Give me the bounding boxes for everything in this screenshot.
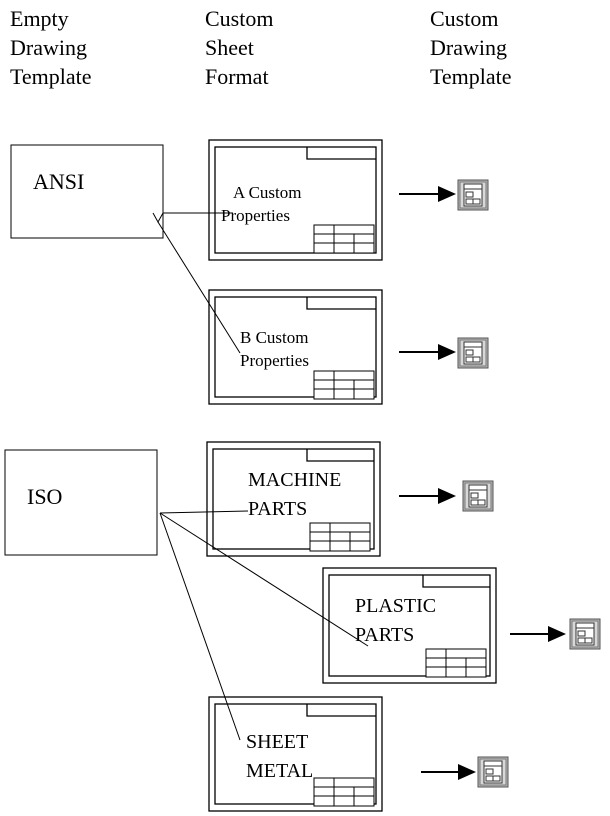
sheet-format-b: B Custom Properties [208,289,383,405]
header-line: Format [205,64,269,89]
arrow-a [399,186,456,202]
sheet-format-plastic-line2: PARTS [355,624,414,646]
sheet-format-b-line1: B Custom [240,328,309,347]
custom-drawing-template-a-icon [457,179,489,211]
arrow-machine [399,488,456,504]
right-arrow-icon [458,764,476,780]
sheet-format-a-line1: A Custom [233,183,302,202]
arrow-plastic [510,626,566,642]
arrow-b [399,344,456,360]
connector-iso-sheet [159,512,241,741]
ansi-label: ANSI [33,169,84,194]
sheet-format-b-line2: Properties [240,351,309,370]
sheet-format-machine-line1: MACHINE [248,469,341,491]
sheet-format-sheet-metal-line1: SHEET [246,731,308,753]
header-line: Custom [430,6,499,31]
header-empty-drawing-template: Empty Drawing Template [10,4,92,91]
arrow-sheet-metal [421,764,476,780]
connector-ansi-a [152,212,233,224]
header-custom-sheet-format: Custom Sheet Format [205,4,273,91]
right-arrow-icon [548,626,566,642]
header-line: Sheet [205,35,254,60]
sheet-format-plastic-line1: PLASTIC [355,595,436,617]
custom-drawing-template-machine-icon [462,480,494,512]
ansi-template-box: ANSI [10,144,164,239]
header-line: Template [430,64,512,89]
connector-iso-machine [159,510,249,514]
iso-label: ISO [27,484,62,509]
right-arrow-icon [438,344,456,360]
sheet-format-a-line2: Properties [221,206,290,225]
sheet-format-a: A Custom Properties [208,139,383,261]
sheet-format-machine-line2: PARTS [248,498,307,520]
header-line: Template [10,64,92,89]
sheet-format-machine-parts: MACHINE PARTS [206,441,381,557]
custom-drawing-template-plastic-icon [569,618,601,650]
sheet-format-plastic-parts: PLASTIC PARTS [322,567,497,684]
sheet-format-sheet-metal-line2: METAL [246,760,313,782]
right-arrow-icon [438,488,456,504]
connector-ansi-b [157,221,241,354]
custom-drawing-template-sheet-metal-icon [477,756,509,788]
sheet-format-sheet-metal: SHEET METAL [208,696,383,812]
header-line: Drawing [430,35,507,60]
connector-lines [152,212,369,741]
custom-drawing-template-b-icon [457,337,489,369]
header-line: Drawing [10,35,87,60]
connector-iso-plastic [159,512,369,647]
header-line: Custom [205,6,274,31]
header-line: Empty [10,6,69,31]
header-custom-drawing-template: Custom Drawing Template [430,4,512,91]
iso-template-box: ISO [4,449,158,556]
right-arrow-icon [438,186,456,202]
